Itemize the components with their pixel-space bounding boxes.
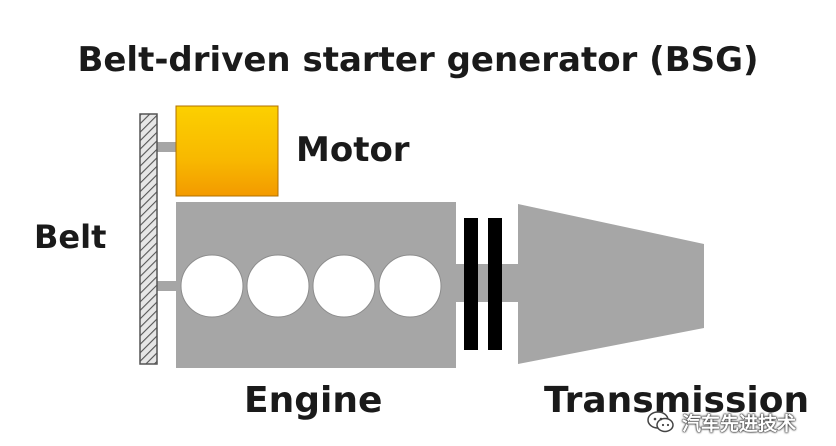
belt (139, 113, 158, 365)
transmission-body (518, 204, 704, 364)
engine-cylinder (246, 254, 310, 318)
watermark-text: 汽车先进技术 (682, 412, 797, 435)
engine-label: Engine (244, 380, 383, 421)
engine-cylinder (312, 254, 376, 318)
belt-label: Belt (34, 218, 107, 256)
clutch-plate-right (488, 218, 502, 350)
engine-cylinders (180, 254, 442, 318)
diagram-title: Belt-driven starter generator (BSG) (77, 40, 759, 80)
clutch-plate-left (464, 218, 478, 350)
wechat-icon (647, 411, 674, 433)
engine-belt-shaft (156, 281, 178, 291)
motor-block (175, 105, 279, 197)
motor-shaft (156, 142, 178, 152)
engine-cylinder (378, 254, 442, 318)
motor-label: Motor (296, 130, 410, 170)
watermark: 汽车先进技术 (646, 398, 836, 446)
crankshaft (452, 264, 520, 302)
transmission-label: Transmission (544, 380, 810, 421)
engine-cylinder (180, 254, 244, 318)
